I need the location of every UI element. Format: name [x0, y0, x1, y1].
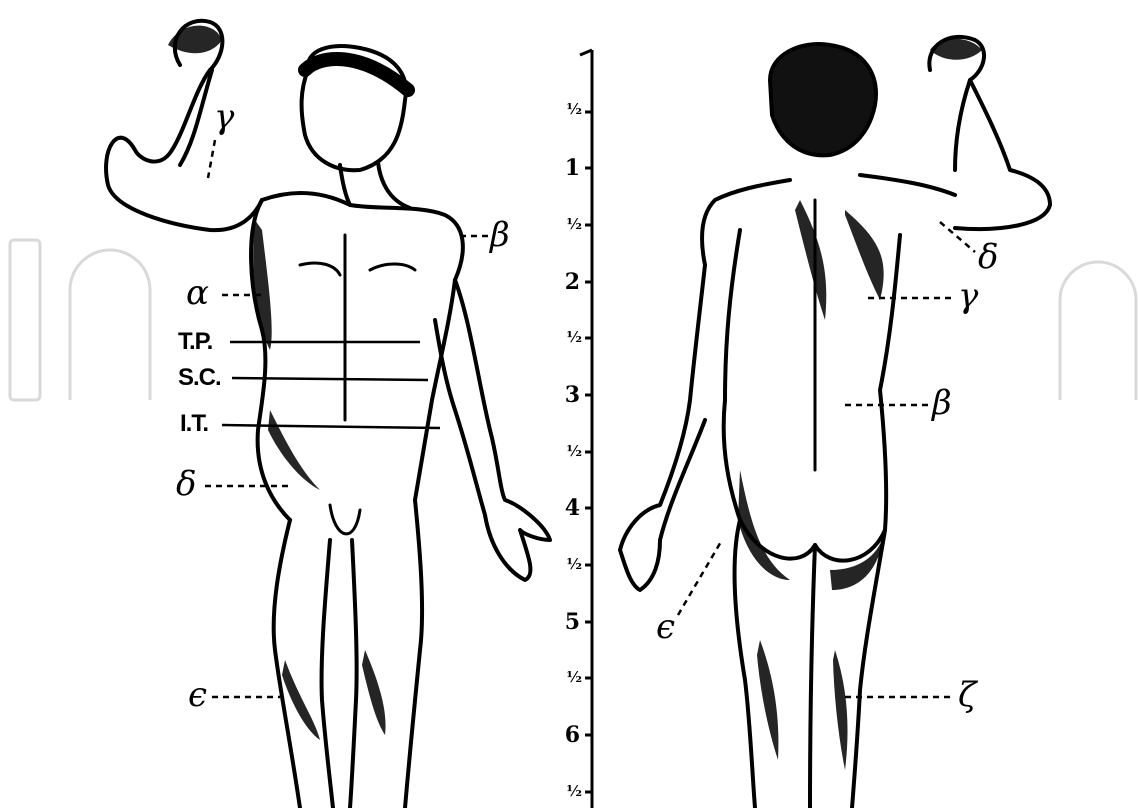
scale-tick: 4 — [546, 497, 580, 519]
front-label-epsilon: ϵ — [188, 678, 207, 712]
front-label-delta: δ — [176, 467, 196, 501]
back-label-gamma: γ — [958, 279, 978, 313]
scale-tick: ½ — [548, 444, 582, 459]
back-label-zeta: ζ — [958, 678, 976, 712]
back-label-epsilon: ϵ — [656, 610, 675, 644]
scale-tick: ½ — [548, 102, 582, 117]
scale-tick: 3 — [546, 384, 580, 406]
scale-tick: 1 — [546, 157, 580, 179]
back-label-delta: δ — [978, 240, 998, 274]
front-label-it: I.T. — [180, 412, 208, 436]
front-label-tp: T.P. — [178, 330, 212, 354]
scale-tick: ½ — [548, 557, 582, 572]
front-label-alpha: α — [186, 276, 209, 310]
scale-tick: ½ — [548, 217, 582, 232]
front-label-gamma: γ — [214, 100, 234, 134]
front-label-sc: S.C. — [178, 366, 221, 390]
scale-tick: 2 — [546, 271, 580, 293]
front-label-beta: β — [490, 218, 510, 252]
back-label-beta: β — [932, 386, 952, 420]
scale-tick: ½ — [548, 670, 582, 685]
scale-tick: ½ — [548, 330, 582, 345]
scale-tick: ½ — [548, 784, 582, 799]
scale-tick: 5 — [546, 611, 580, 633]
scale-tick: 6 — [546, 724, 580, 746]
